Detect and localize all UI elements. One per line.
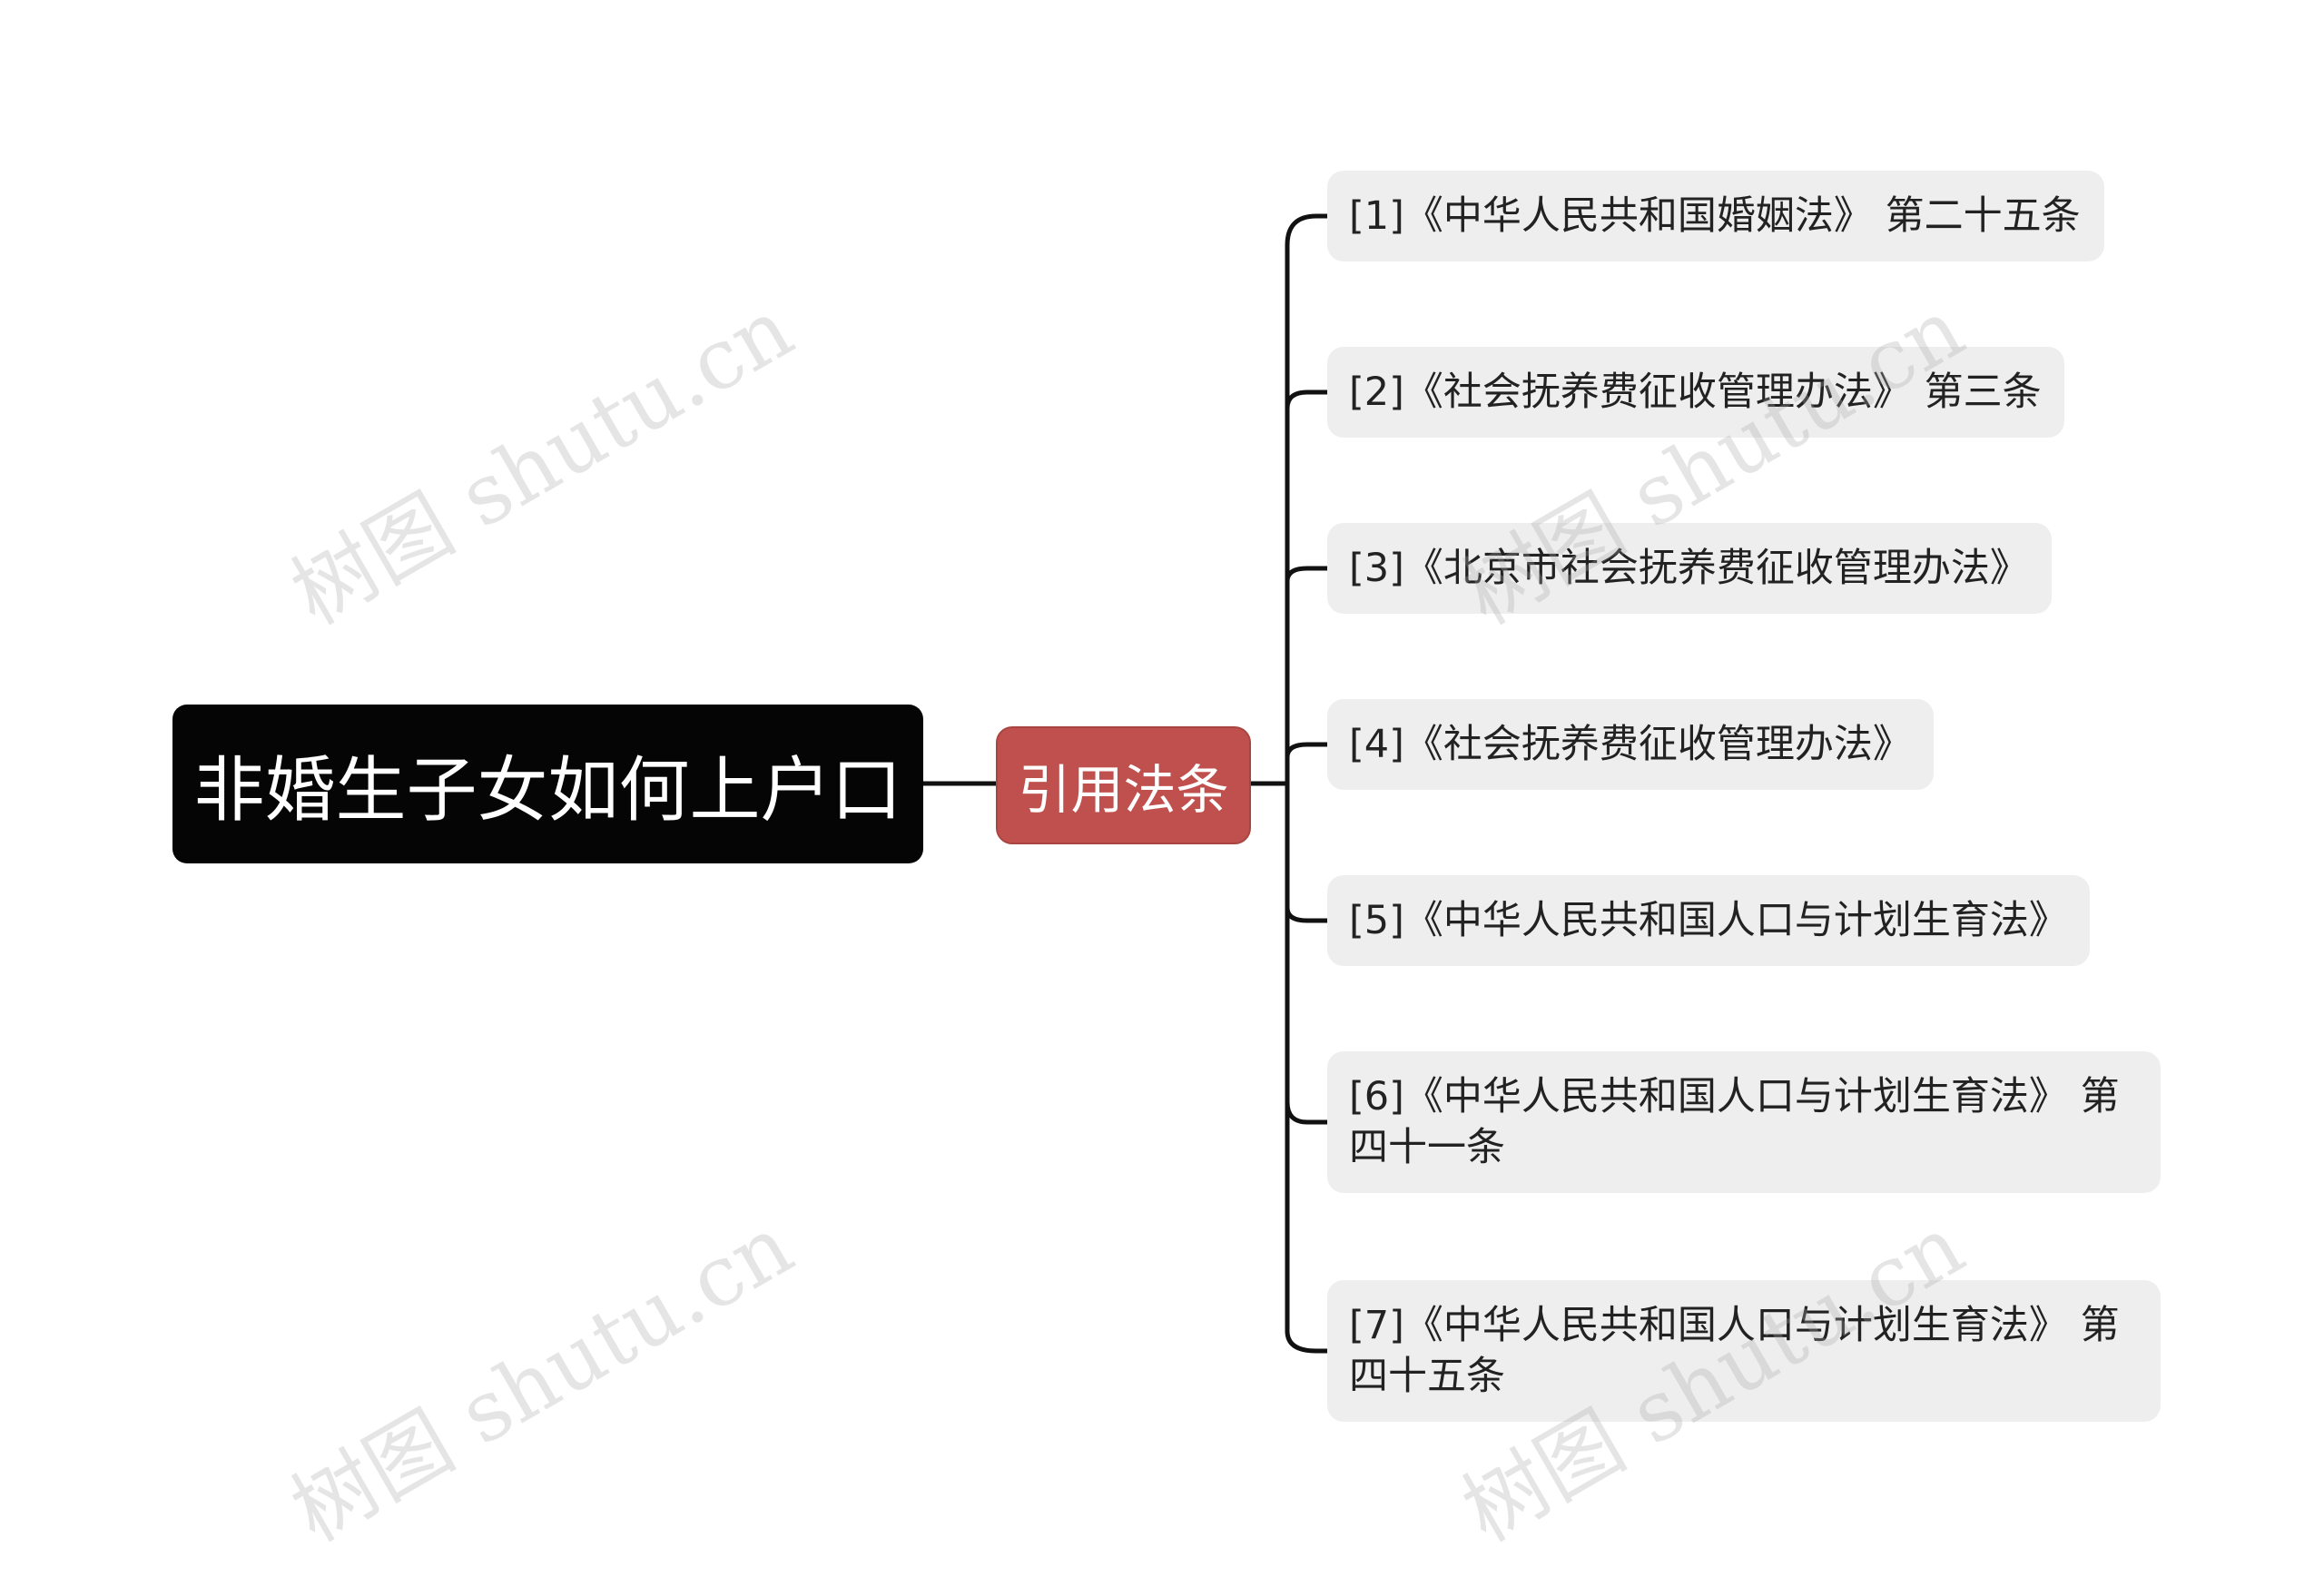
leaf-connector-3 [1285,566,1330,584]
leaf-connector-6 [1285,1099,1330,1125]
leaf-node-label: [5]《中华人民共和国人口与计划生育法》 [1349,898,2068,943]
leaf-node-4[interactable]: [4]《社会抚养费征收管理办法》 [1327,699,1934,790]
leaf-node-label: [7]《中华人民共和国人口与计划生育法》 第四十五条 [1349,1303,2120,1399]
branch-node-cited-laws[interactable]: 引用法条 [996,726,1251,844]
leaf-connector-1 [1285,213,1330,248]
leaf-node-6[interactable]: [6]《中华人民共和国人口与计划生育法》 第四十一条 [1327,1051,2161,1193]
leaf-connector-4 [1285,742,1330,760]
root-node-label: 非婚生子女如何上户口 [193,749,902,832]
leaf-node-7[interactable]: [7]《中华人民共和国人口与计划生育法》 第四十五条 [1327,1280,2161,1422]
leaf-node-2[interactable]: [2]《社会抚养费征收管理办法》 第三条 [1327,347,2064,438]
leaf-node-label: [6]《中华人民共和国人口与计划生育法》 第四十一条 [1349,1074,2120,1170]
leaf-node-5[interactable]: [5]《中华人民共和国人口与计划生育法》 [1327,875,2090,966]
leaf-node-label: [1]《中华人民共和国婚姻法》 第二十五条 [1349,193,2081,239]
root-node[interactable]: 非婚生子女如何上户口 [172,705,923,863]
leaf-node-1[interactable]: [1]《中华人民共和国婚姻法》 第二十五条 [1327,171,2104,261]
leaf-node-label: [2]《社会抚养费征收管理办法》 第三条 [1349,370,2042,415]
leaf-node-label: [3]《北京市社会抚养费征收管理办法》 [1349,546,2029,591]
leaf-connector-2 [1285,389,1330,411]
leaf-node-label: [4]《社会抚养费征收管理办法》 [1349,722,1912,767]
branch-node-label: 引用法条 [1018,759,1229,821]
leaf-connector-7 [1285,1328,1330,1354]
leaf-connector-5 [1285,905,1330,923]
leaf-node-3[interactable]: [3]《北京市社会抚养费征收管理办法》 [1327,523,2052,614]
